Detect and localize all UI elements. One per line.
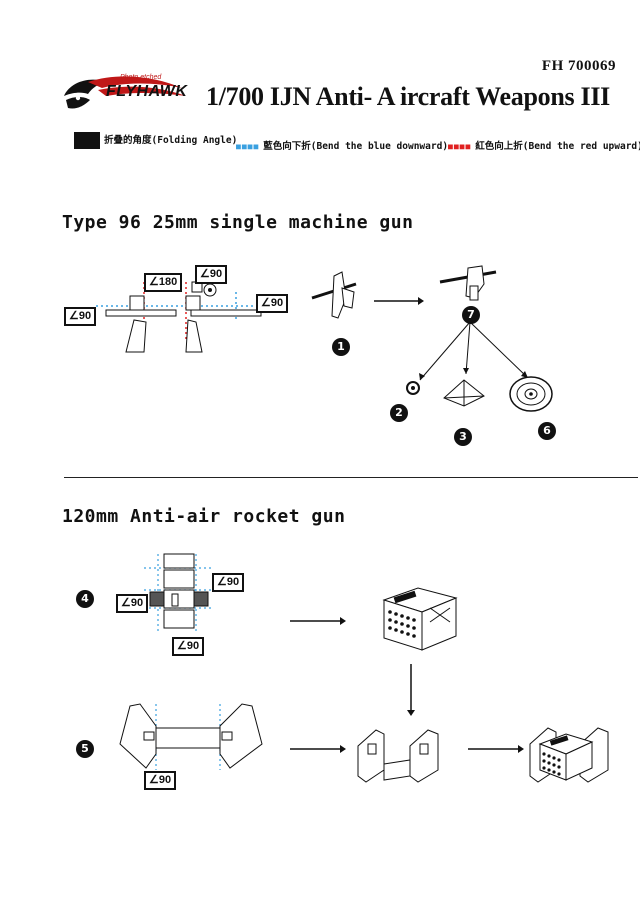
rocket-launcher-complete-icon [529,727,609,783]
gun-folded-icon [311,271,357,319]
angle-label-90-a: ∠90 [195,265,228,284]
step-badge-7: 7 [462,306,480,324]
angle-label-90-b: ∠90 [256,294,289,313]
arrow-right-icon [290,617,346,625]
section1-title: Type 96 25mm single machine gun [62,212,414,233]
legend-red-label: 紅色向上折(Bend the red upward) [475,141,640,152]
gear-part-icon [406,381,420,395]
angle-label-90-g: ∠90 [144,771,177,790]
angle-label-90-c: ∠90 [64,307,97,326]
rocket-box-flat-diagram [144,553,214,634]
sight-wheel-icon [509,376,553,412]
legend-blue: ■■■■藍色向下折(Bend the blue downward) [236,138,448,158]
arrow-right-icon [374,297,424,305]
mount-flat-diagram [119,703,263,770]
legend-folding: 折叠的角度(Folding Angle) [74,132,237,152]
brand-small-text: Photo etched [120,74,162,81]
step-badge-4: 4 [76,590,94,608]
legend-blue-label: 藍色向下折(Bend the blue downward) [263,141,449,152]
blue-dots-swatch: ■■■■ [236,142,260,151]
step-badge-3: 3 [454,428,472,446]
gun-assembled-icon [439,265,497,301]
step-badge-2: 2 [390,404,408,422]
gun-flat-diagram [96,281,276,353]
step-badge-5: 5 [76,740,94,758]
rocket-box-icon [382,587,458,651]
page-title: 1/700 IJN Anti- A ircraft Weapons III [206,82,610,111]
angle-label-90-e: ∠90 [116,594,149,613]
arrow-right-icon [290,745,346,753]
step-badge-6: 6 [538,422,556,440]
legend-folding-label: 折叠的角度(Folding Angle) [104,135,238,146]
assembly-lines [419,321,529,381]
pyramid-part-icon [443,379,485,407]
arrow-right-icon [468,745,524,753]
section-divider [64,477,638,478]
section2-title: 120mm Anti-air rocket gun [62,506,346,527]
legend-red: ■■■■紅色向上折(Bend the red upward) [448,138,640,158]
mount-folded-icon [357,729,439,783]
angle-label-90-f: ∠90 [172,637,205,656]
red-dots-swatch: ■■■■ [448,142,472,151]
angle-label-90-d: ∠90 [212,573,245,592]
product-code: FH 700069 [541,58,616,74]
brand-name: FLYHAWK [106,83,188,100]
angle-label-180: ∠180 [144,273,183,292]
flyhawk-logo-icon [64,76,186,109]
step-badge-1: 1 [332,338,350,356]
folding-swatch [74,132,100,149]
arrow-down-icon [407,664,415,716]
